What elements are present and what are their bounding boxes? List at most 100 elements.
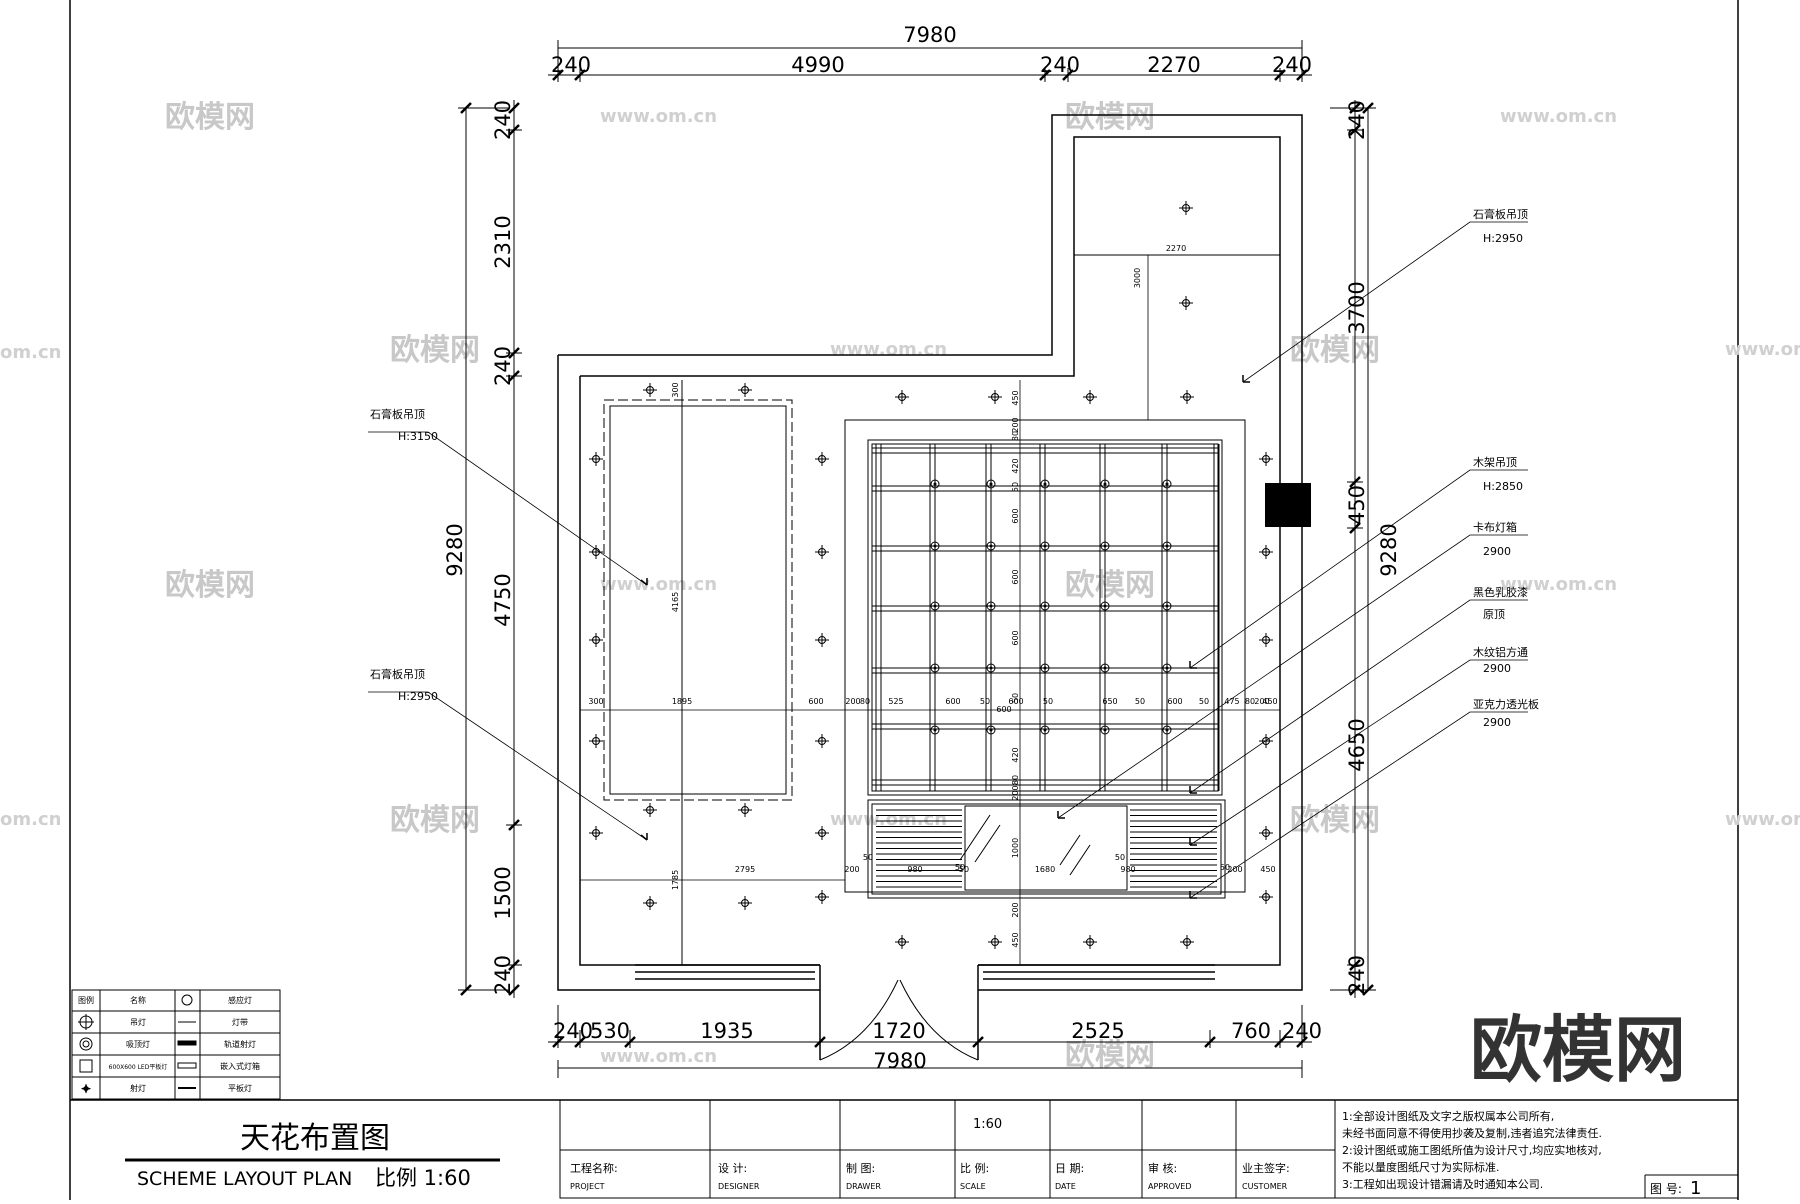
lower-small-dim-text: 50 — [1220, 863, 1230, 872]
field-en: DATE — [1055, 1182, 1076, 1191]
sheet-label: 图 号: — [1650, 1182, 1682, 1196]
spotlight-icon — [1083, 390, 1097, 404]
spotlight-icon — [1259, 890, 1273, 904]
field-cn: 比 例: — [960, 1161, 989, 1175]
grid-light-dot — [989, 604, 993, 608]
legend-table — [71, 989, 281, 1100]
spotlight-icon — [589, 734, 603, 748]
grid-light-dot — [1165, 544, 1169, 548]
callout-label: 木架吊顶 — [1473, 456, 1517, 469]
grid-light-ring — [1162, 541, 1172, 551]
spotlight-icon — [895, 935, 909, 949]
dim-bottom-seg: 1720 — [872, 1019, 925, 1043]
watermark: 欧模网 — [390, 803, 480, 838]
legend-name: 灯带 — [232, 1017, 248, 1027]
field-cn: 制 图: — [846, 1162, 875, 1175]
watermark-url: www.om.cn — [830, 339, 947, 360]
spotlight-icon — [738, 383, 752, 397]
aluminum-slats-right — [1130, 809, 1217, 888]
grid-light-icon — [1100, 479, 1110, 489]
svg-text:✦: ✦ — [81, 1082, 91, 1096]
grid-light-dot — [933, 728, 937, 732]
dim-right-seg: 4650 — [1345, 718, 1369, 771]
spotlight-icon — [815, 545, 829, 559]
watermark-url: www.om.cn — [1725, 809, 1800, 830]
callout-label: 木纹铝方通 — [1473, 645, 1528, 659]
lower-dim-text: 980 — [1120, 865, 1135, 874]
grid-light-icon — [986, 541, 996, 551]
row-dim-text: 600 — [1008, 697, 1023, 706]
grid-light-dot — [989, 544, 993, 548]
grid-light-dot — [933, 666, 937, 670]
spotlight-icon — [589, 826, 603, 840]
watermark-logo: 欧模网 — [1470, 1008, 1686, 1092]
legend-name: 吸顶灯 — [126, 1039, 150, 1049]
column-block — [1265, 483, 1311, 527]
row-dim-text: 50 — [1043, 697, 1053, 706]
lower-dim-text: 450 — [1260, 865, 1275, 874]
callout-sub: H:3150 — [398, 430, 438, 443]
dim-bottom-seg: 240 — [1282, 1019, 1322, 1043]
watermark-edge: om.cn — [0, 342, 61, 363]
watermarks: 欧模网 www.om.cn 欧模网 www.om.cn om.cn 欧模网 ww… — [0, 100, 1800, 1092]
spotlight-icon — [988, 390, 1002, 404]
grid-light-ring — [1040, 663, 1050, 673]
grid-light-ring — [986, 725, 996, 735]
dim-left-top: 300 — [671, 382, 680, 397]
grid-light-dot — [933, 604, 937, 608]
grid-light-ring — [1162, 725, 1172, 735]
dim-top-seg: 240 — [1272, 53, 1312, 77]
watermark: 欧模网 — [1065, 100, 1155, 135]
field-en: PROJECT — [570, 1182, 605, 1191]
field-cn: 业主签字: — [1242, 1161, 1290, 1175]
field-cn: 日 期: — [1055, 1162, 1084, 1175]
spotlight-icon — [815, 452, 829, 466]
watermark: 欧模网 — [1290, 333, 1380, 368]
sheet-number: 1 — [1690, 1178, 1701, 1199]
callout-label: 黑色乳胶漆 — [1473, 585, 1528, 599]
row-dim-text: 450 — [1262, 697, 1277, 706]
grid-light-icon — [930, 601, 940, 611]
field-en: DRAWER — [846, 1182, 881, 1191]
grid-light-ring — [986, 601, 996, 611]
row-dim-text: 50 — [1199, 697, 1209, 706]
callout-sub: 原顶 — [1483, 608, 1505, 621]
column-dim-text: 1000 — [1011, 838, 1020, 858]
grid-light-dot — [989, 666, 993, 670]
column-dimensions: 4502008042050600600600504208020010002004… — [1011, 390, 1020, 947]
watermark-url: www.om.cn — [1725, 339, 1800, 360]
column-dim-text: 600 — [1011, 630, 1020, 645]
plan-walls — [557, 114, 1303, 1061]
watermark-edge: om.cn — [0, 809, 61, 830]
watermark-url: www.om.cn — [600, 106, 717, 127]
watermark-url: www.om.cn — [1500, 106, 1617, 127]
field-cn: 设 计: — [718, 1162, 747, 1175]
dim-left-total: 9280 — [443, 523, 467, 576]
wood-grid-beams — [872, 444, 1220, 791]
column-dim-text: 80 — [1011, 431, 1020, 441]
grid-light-icon — [986, 663, 996, 673]
row-dim-text: 80 — [860, 697, 870, 706]
grid-light-icon — [1100, 663, 1110, 673]
grid-light-icon — [1040, 601, 1050, 611]
watermark: 欧模网 — [165, 568, 255, 603]
grid-light-dot — [1103, 482, 1107, 486]
grid-light-icon — [986, 601, 996, 611]
watermark-url: www.om.cn — [1500, 574, 1617, 595]
callout-label: 亚克力透光板 — [1473, 697, 1539, 711]
callout-arrows — [640, 375, 1250, 899]
callout-label: 石膏板吊顶 — [1473, 207, 1528, 221]
legend-name: 射灯 — [130, 1083, 146, 1093]
inner-dimension-text: 2270 3000 4165 300 1785 2795 600 — [671, 244, 1186, 890]
grid-light-ring — [1040, 601, 1050, 611]
watermark-url: www.om.cn — [830, 809, 947, 830]
title-en: SCHEME LAYOUT PLAN — [137, 1168, 352, 1190]
scale-value: 1:60 — [973, 1117, 1002, 1132]
dim-right-seg: 240 — [1345, 100, 1369, 140]
dim-center-col: 600 — [996, 705, 1011, 714]
callout-sub: 2900 — [1483, 545, 1511, 558]
grid-light-ring — [1162, 601, 1172, 611]
grid-light-icon — [1162, 479, 1172, 489]
legend-name: 平板灯 — [228, 1083, 252, 1093]
